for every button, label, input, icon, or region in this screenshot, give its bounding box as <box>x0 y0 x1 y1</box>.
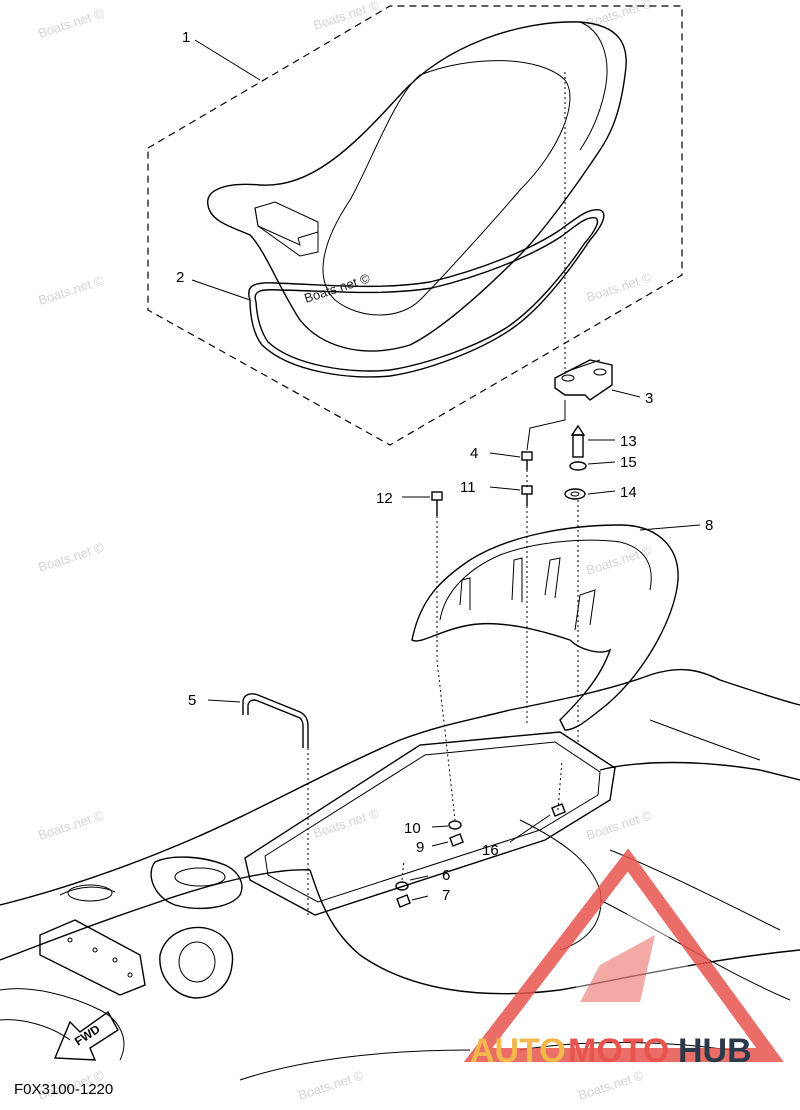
fwd-arrow-icon: FWD <box>53 1010 119 1061</box>
callout-4: 4 <box>470 445 478 462</box>
watermark: Boats.net © <box>584 807 654 842</box>
callout-6: 6 <box>442 867 450 884</box>
nut-9 <box>449 833 464 847</box>
washer-10 <box>448 820 462 830</box>
seat <box>207 21 627 352</box>
callout-3: 3 <box>645 390 653 407</box>
watermark: Boats.net © <box>36 5 106 40</box>
watermark: Boats.net © <box>36 807 106 842</box>
storage-tray <box>411 524 679 731</box>
brand-part2: MOTO <box>568 1032 669 1070</box>
seat-assembly-boundary <box>147 5 683 446</box>
hull-deck <box>0 668 800 1081</box>
brand-part1: AUTO <box>470 1032 566 1070</box>
watermark: Boats.net © <box>296 1067 366 1102</box>
callout-5: 5 <box>188 692 196 709</box>
callout-15: 15 <box>620 454 637 471</box>
watermark: Boats.net © <box>311 805 381 840</box>
callout-2: 2 <box>176 269 184 286</box>
washer-6 <box>395 881 409 891</box>
callout-16: 16 <box>482 842 499 859</box>
callout-8: 8 <box>705 517 713 534</box>
callout-10: 10 <box>404 820 421 837</box>
callout-9: 9 <box>416 839 424 856</box>
grommet-14 <box>564 488 586 500</box>
callouts: 1 2 3 4 5 6 7 8 9 10 11 12 13 14 15 16 <box>176 29 713 904</box>
washer-15 <box>569 461 587 471</box>
seat-gasket <box>248 208 605 378</box>
watermark: Boats.net © <box>576 1067 646 1102</box>
bolt-11 <box>521 485 533 506</box>
alignment-lines <box>307 72 579 915</box>
bolt-4 <box>521 451 533 470</box>
leader-lines <box>191 39 701 901</box>
grab-handle <box>242 693 309 748</box>
callout-14: 14 <box>620 484 637 501</box>
seat-hook-bracket <box>554 359 613 401</box>
watermark: Boats.net © <box>584 269 654 304</box>
brand-part3: HUB <box>678 1032 752 1070</box>
watermark: Boats.net © <box>311 0 381 33</box>
callout-13: 13 <box>620 433 637 450</box>
automotohub-logo: AUTO MOTO HUB <box>463 848 784 1070</box>
nut-7 <box>396 894 411 908</box>
figure-code: F0X3100-1220 <box>14 1081 113 1098</box>
callout-11: 11 <box>460 479 476 496</box>
hardware <box>395 424 587 908</box>
callout-12: 12 <box>376 490 393 507</box>
bolt-12 <box>431 491 443 516</box>
watermark: Boats.net © <box>36 539 106 574</box>
watermark: Boats.net © <box>36 272 106 307</box>
pin-13 <box>570 424 586 458</box>
fwd-label: FWD <box>72 1022 103 1049</box>
watermark: Boats.net © <box>584 542 654 577</box>
watermark: Boats.net © <box>302 270 372 305</box>
nut-16 <box>551 803 566 817</box>
callout-7: 7 <box>442 887 450 904</box>
watermark: Boats.net © <box>584 0 654 31</box>
callout-1: 1 <box>182 29 190 46</box>
